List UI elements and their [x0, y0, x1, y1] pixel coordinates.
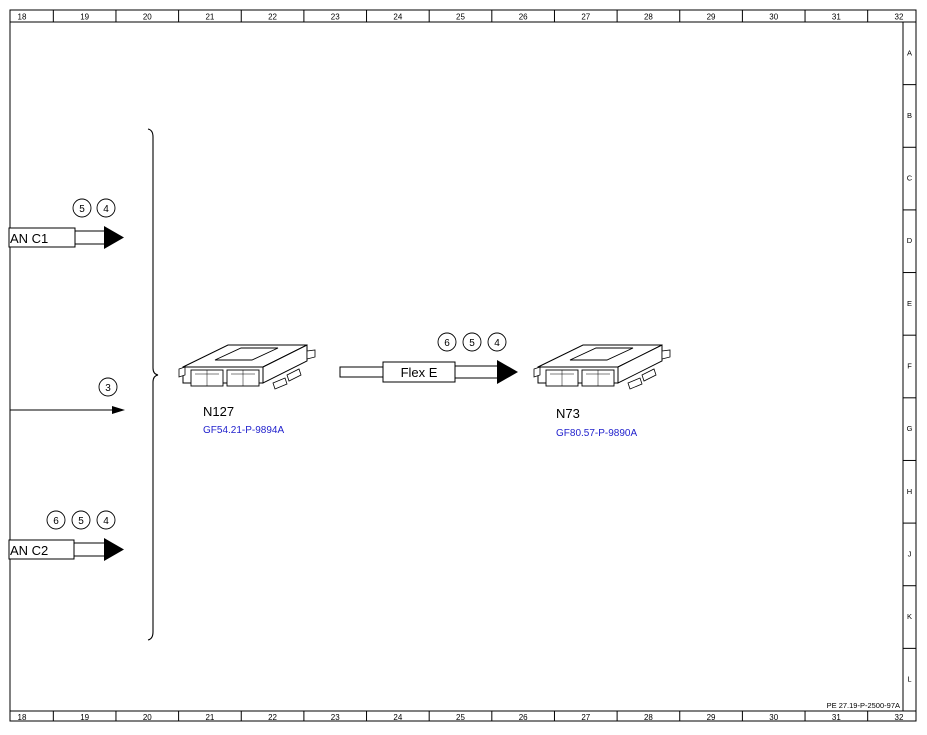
- grid-column-label: 30: [769, 13, 778, 22]
- flex-e-circle-6: 6: [437, 332, 457, 352]
- grid-column-label: 20: [143, 13, 152, 22]
- grid-row-label: D: [907, 236, 913, 245]
- can-c1-connection: AN C1 5 4: [8, 198, 124, 249]
- grid-row-label: G: [907, 424, 913, 433]
- svg-text:3: 3: [105, 383, 111, 394]
- module-n73[interactable]: N73 GF80.57-P-9890A: [533, 344, 671, 439]
- flex-e-box: [382, 361, 456, 383]
- grid-column-label: 27: [581, 713, 590, 722]
- grid-rows-right: A B C D E F G H J K L: [903, 48, 916, 684]
- grid-columns-bottom: 18 19 20 21 22 23 24 25 26 27 28 29 30 31 32: [18, 711, 904, 722]
- grid-column-label: 26: [519, 713, 528, 722]
- can-c1-label: AN C1: [10, 231, 48, 246]
- grid-column-label: 24: [393, 713, 402, 722]
- grid-row-label: L: [907, 675, 911, 684]
- grid-row-label: C: [907, 174, 913, 183]
- grid-column-label: 18: [18, 713, 27, 722]
- module-n73-ref-link[interactable]: GF80.57-P-9890A: [556, 428, 637, 439]
- grid-column-label: 22: [268, 13, 277, 22]
- grid-column-label: 32: [895, 13, 904, 22]
- can-c2-circle-4: 4: [96, 510, 116, 530]
- flex-e-arrow: [497, 360, 518, 384]
- grid-column-label: 20: [143, 713, 152, 722]
- grid-column-label: 24: [393, 13, 402, 22]
- grid-row-label: B: [907, 111, 912, 120]
- grid-column-label: 32: [895, 713, 904, 722]
- drawing-id: PE 27.19-P-2500-97A: [827, 701, 900, 710]
- line-3-arrow: [112, 406, 125, 414]
- grid-column-label: 25: [456, 713, 465, 722]
- can-c2-circle-6: 6: [46, 510, 66, 530]
- svg-text:4: 4: [103, 516, 109, 527]
- can-c2-connection: AN C2 6 5 4: [8, 510, 124, 561]
- grid-column-label: 22: [268, 713, 277, 722]
- grid-column-label: 19: [80, 13, 89, 22]
- grid-column-label: 30: [769, 713, 778, 722]
- grid-column-label: 19: [80, 713, 89, 722]
- grid-row-label: F: [907, 362, 912, 371]
- grid-column-label: 29: [707, 13, 716, 22]
- svg-text:6: 6: [444, 338, 450, 349]
- module-n73-code: N73: [556, 406, 580, 421]
- can-c1-arrow: [104, 226, 124, 249]
- grid-row-label: H: [907, 487, 912, 496]
- grid-column-label: 29: [707, 713, 716, 722]
- module-n73-ecu-graphic: [533, 344, 671, 390]
- grid-column-label: 21: [205, 713, 214, 722]
- grid-column-label: 18: [18, 13, 27, 22]
- grid-column-label: 25: [456, 13, 465, 22]
- svg-text:4: 4: [494, 338, 500, 349]
- grid-column-label: 28: [644, 13, 653, 22]
- svg-text:5: 5: [79, 204, 85, 215]
- flex-e-stub: [339, 366, 384, 378]
- drawing-frame: [9, 9, 917, 722]
- grid-column-label: 23: [331, 13, 340, 22]
- grid-column-label: 26: [519, 13, 528, 22]
- grid-column-label: 31: [832, 713, 841, 722]
- grid-row-label: K: [907, 612, 912, 621]
- flex-e-circle-4: 4: [487, 332, 507, 352]
- svg-text:5: 5: [469, 338, 475, 349]
- line-3-connection: 3: [10, 377, 125, 414]
- can-c2-arrow: [104, 538, 124, 561]
- grid-row-label: E: [907, 299, 912, 308]
- flex-e-label: Flex E: [401, 365, 438, 380]
- line-3-circle: 3: [98, 377, 118, 397]
- can-c2-box: [8, 539, 75, 560]
- module-n127-ecu-graphic: [178, 344, 316, 390]
- grid-row-label: A: [907, 48, 912, 57]
- grid-columns-top: 18 19 20 21 22 23 24 25 26 27 28 29 30 31 32: [18, 10, 904, 22]
- grid-column-label: 28: [644, 713, 653, 722]
- grid-column-label: 27: [581, 13, 590, 22]
- module-n127-ref-link[interactable]: GF54.21-P-9894A: [203, 425, 284, 436]
- svg-text:6: 6: [53, 516, 59, 527]
- svg-text:5: 5: [78, 516, 84, 527]
- flex-e-connection: Flex E 6 5 4: [339, 332, 518, 384]
- grid-row-label: J: [908, 549, 912, 558]
- flex-e-circle-5: 5: [462, 332, 482, 352]
- can-c2-label: AN C2: [10, 543, 48, 558]
- grid-column-label: 21: [205, 13, 214, 22]
- module-n127[interactable]: N127 GF54.21-P-9894A: [178, 344, 316, 436]
- can-c1-circle-5: 5: [72, 198, 92, 218]
- can-c1-box: [8, 227, 76, 248]
- bus-bracket: [147, 128, 159, 641]
- can-c2-circle-5: 5: [71, 510, 91, 530]
- module-n127-code: N127: [203, 404, 234, 419]
- grid-column-label: 23: [331, 713, 340, 722]
- grid-column-label: 31: [832, 13, 841, 22]
- can-c1-circle-4: 4: [96, 198, 116, 218]
- svg-text:4: 4: [103, 204, 109, 215]
